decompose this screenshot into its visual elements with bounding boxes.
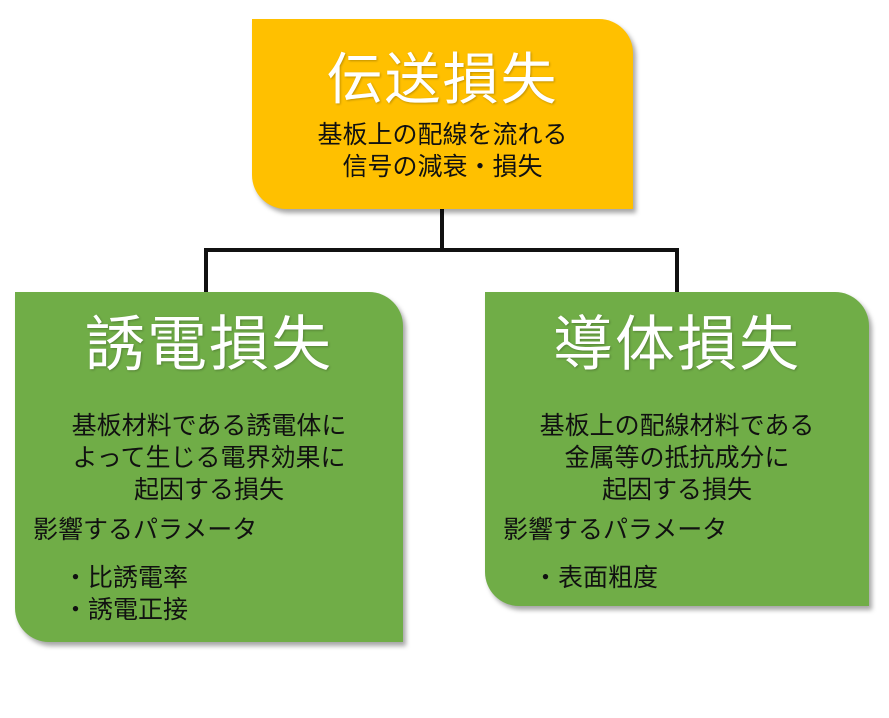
- conductor-loss-title: 導体損失: [553, 310, 801, 380]
- transmission-loss-desc-line2: 信号の減衰・損失: [342, 152, 543, 181]
- dielectric-params-list: ・比誘電率 ・誘電正接: [63, 562, 188, 626]
- conductor-loss-desc-line1: 基板上の配線材料である: [539, 411, 815, 440]
- transmission-loss-title: 伝送損失: [326, 48, 559, 113]
- transmission-loss-description: 基板上の配線を流れる 信号の減衰・損失: [252, 119, 633, 183]
- dielectric-loss-title: 誘電損失: [85, 310, 333, 380]
- conductor-loss-box: 導体損失 基板上の配線材料である 金属等の抵抗成分に 起因する損失 影響するパラ…: [485, 292, 869, 606]
- conductor-param-item: ・表面粗度: [533, 563, 659, 592]
- transmission-loss-box: 伝送損失 基板上の配線を流れる 信号の減衰・損失: [252, 19, 633, 209]
- dielectric-loss-desc-line1: 基板材料である誘電体に: [71, 411, 347, 440]
- dielectric-params-label: 影響するパラメータ: [33, 515, 258, 544]
- dielectric-loss-desc-line3: 起因する損失: [133, 475, 284, 504]
- dielectric-param-item: ・比誘電率: [63, 563, 189, 592]
- dielectric-loss-desc-line2: よって生じる電界効果に: [72, 443, 346, 472]
- conductor-loss-desc-line2: 金属等の抵抗成分に: [564, 443, 790, 472]
- conductor-loss-desc-line3: 起因する損失: [601, 475, 752, 504]
- transmission-loss-desc-line1: 基板上の配線を流れる: [317, 120, 568, 149]
- dielectric-loss-box: 誘電損失 基板材料である誘電体に よって生じる電界効果に 起因する損失 影響する…: [15, 292, 403, 642]
- conductor-loss-description: 基板上の配線材料である 金属等の抵抗成分に 起因する損失: [485, 410, 869, 506]
- conductor-params-list: ・表面粗度: [533, 562, 658, 594]
- conductor-params-label: 影響するパラメータ: [503, 515, 728, 544]
- dielectric-loss-description: 基板材料である誘電体に よって生じる電界効果に 起因する損失: [15, 410, 403, 506]
- dielectric-param-item: ・誘電正接: [63, 595, 189, 624]
